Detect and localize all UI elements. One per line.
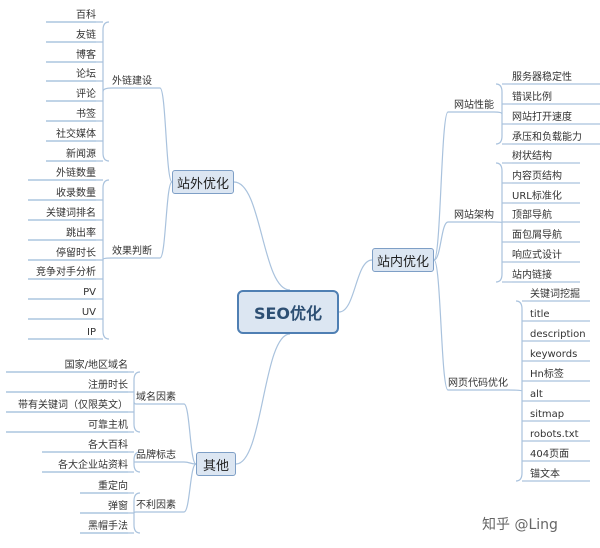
offsite-effect-item[interactable]: 收录数量 [56, 188, 96, 199]
other-domain-item[interactable]: 国家/地区域名 [64, 360, 128, 371]
other-negative-item[interactable]: 弹窗 [108, 501, 128, 512]
offsite-linkbuilding-item[interactable]: 博客 [76, 50, 96, 61]
onsite-code-item[interactable]: title [530, 309, 550, 320]
onsite-architecture-label[interactable]: 网站架构 [454, 210, 494, 221]
onsite-code-join [507, 389, 523, 392]
link-onsite-performance [433, 111, 449, 261]
other-domain-item[interactable]: 可靠主机 [88, 420, 128, 431]
offsite-linkbuilding-item[interactable]: 友链 [76, 30, 96, 41]
central-node-seo[interactable]: SEO优化 [237, 290, 339, 334]
link-center-onsite [338, 259, 373, 313]
link-center-offsite [233, 181, 291, 291]
offsite-effect-item[interactable]: 外链数量 [56, 168, 96, 179]
offsite-linkbuilding-label[interactable]: 外链建设 [112, 76, 152, 87]
onsite-code-item[interactable]: 锚文本 [530, 469, 560, 480]
offsite-linkbuilding-item[interactable]: 新闻源 [66, 149, 96, 160]
onsite-architecture-item[interactable]: 树状结构 [512, 151, 552, 162]
other-brand-label[interactable]: 品牌标志 [136, 450, 176, 461]
onsite-code-bracket [515, 300, 523, 482]
onsite-performance-item[interactable]: 服务器稳定性 [512, 72, 572, 83]
onsite-code-label[interactable]: 网页代码优化 [448, 378, 508, 389]
main-node-other[interactable]: 其他 [196, 452, 236, 476]
offsite-linkbuilding-item[interactable]: 评论 [76, 89, 96, 100]
other-brand-bracket [133, 451, 141, 473]
offsite-linkbuilding-join [102, 87, 113, 92]
onsite-code-item[interactable]: 关键词挖掘 [530, 289, 580, 300]
onsite-performance-join [493, 111, 503, 115]
onsite-architecture-join [493, 221, 503, 224]
onsite-architecture-item[interactable]: 面包屑导航 [512, 230, 562, 241]
onsite-code-item[interactable]: robots.txt [530, 429, 579, 440]
onsite-code-item[interactable]: sitmap [530, 409, 565, 420]
main-node-onsite[interactable]: 站内优化 [372, 248, 434, 272]
offsite-effect-item[interactable]: PV [83, 287, 96, 298]
offsite-effect-item[interactable]: 关键词排名 [46, 208, 96, 219]
link-offsite-effect [159, 181, 173, 259]
link-onsite-code [433, 259, 449, 391]
offsite-effect-item[interactable]: UV [81, 307, 96, 318]
offsite-linkbuilding-item[interactable]: 百科 [76, 10, 96, 21]
onsite-performance-item[interactable]: 网站打开速度 [512, 112, 572, 123]
onsite-architecture-item[interactable]: 内容页结构 [512, 171, 562, 182]
link-offsite-linkbuilding [159, 87, 173, 183]
other-negative-item[interactable]: 重定向 [98, 481, 128, 492]
onsite-code-item[interactable]: 404页面 [530, 449, 570, 460]
other-negative-label[interactable]: 不利因素 [136, 500, 176, 511]
offsite-effect-bracket [102, 179, 110, 340]
link-center-other [235, 333, 291, 465]
other-brand-item[interactable]: 各大企业站资料 [58, 460, 128, 471]
other-brand-item[interactable]: 各大百科 [88, 440, 128, 451]
link-other-brand [183, 461, 197, 465]
offsite-effect-label[interactable]: 效果判断 [112, 246, 152, 257]
offsite-linkbuilding-item[interactable]: 书签 [76, 109, 96, 120]
offsite-linkbuilding-item[interactable]: 论坛 [76, 69, 96, 80]
onsite-performance-label[interactable]: 网站性能 [454, 100, 494, 111]
offsite-linkbuilding-bracket [102, 21, 110, 162]
onsite-code-item[interactable]: description [530, 329, 586, 340]
other-negative-item[interactable]: 黑帽手法 [88, 521, 128, 532]
link-other-domain [183, 403, 197, 465]
offsite-effect-join [102, 257, 113, 260]
other-negative-bracket [133, 492, 141, 534]
offsite-effect-item[interactable]: 跳出率 [66, 228, 96, 239]
main-node-offsite[interactable]: 站外优化 [172, 170, 234, 194]
onsite-architecture-item[interactable]: 响应式设计 [512, 250, 562, 261]
onsite-architecture-item[interactable]: 顶部导航 [512, 210, 552, 221]
onsite-code-item[interactable]: Hn标签 [530, 369, 564, 380]
onsite-performance-bracket [495, 83, 503, 145]
link-onsite-architecture [433, 221, 449, 261]
onsite-architecture-item[interactable]: URL标准化 [512, 191, 562, 202]
other-domain-label[interactable]: 域名因素 [136, 392, 176, 403]
offsite-linkbuilding-item[interactable]: 社交媒体 [56, 129, 96, 140]
offsite-effect-item[interactable]: 停留时长 [56, 248, 96, 259]
onsite-performance-item[interactable]: 承压和负载能力 [512, 132, 582, 143]
onsite-architecture-item[interactable]: 站内链接 [512, 270, 552, 281]
onsite-code-item[interactable]: alt [530, 389, 543, 400]
link-other-negative [183, 463, 197, 513]
offsite-effect-item[interactable]: IP [87, 327, 96, 338]
zhihu-watermark: 知乎 @Ling [482, 517, 558, 533]
onsite-code-item[interactable]: keywords [530, 349, 578, 360]
other-domain-bracket [133, 371, 141, 433]
other-domain-item[interactable]: 带有关键词（仅限英文） [18, 400, 128, 411]
offsite-effect-item[interactable]: 竞争对手分析 [36, 267, 96, 278]
onsite-performance-item[interactable]: 错误比例 [512, 92, 552, 103]
other-domain-item[interactable]: 注册时长 [88, 380, 128, 391]
